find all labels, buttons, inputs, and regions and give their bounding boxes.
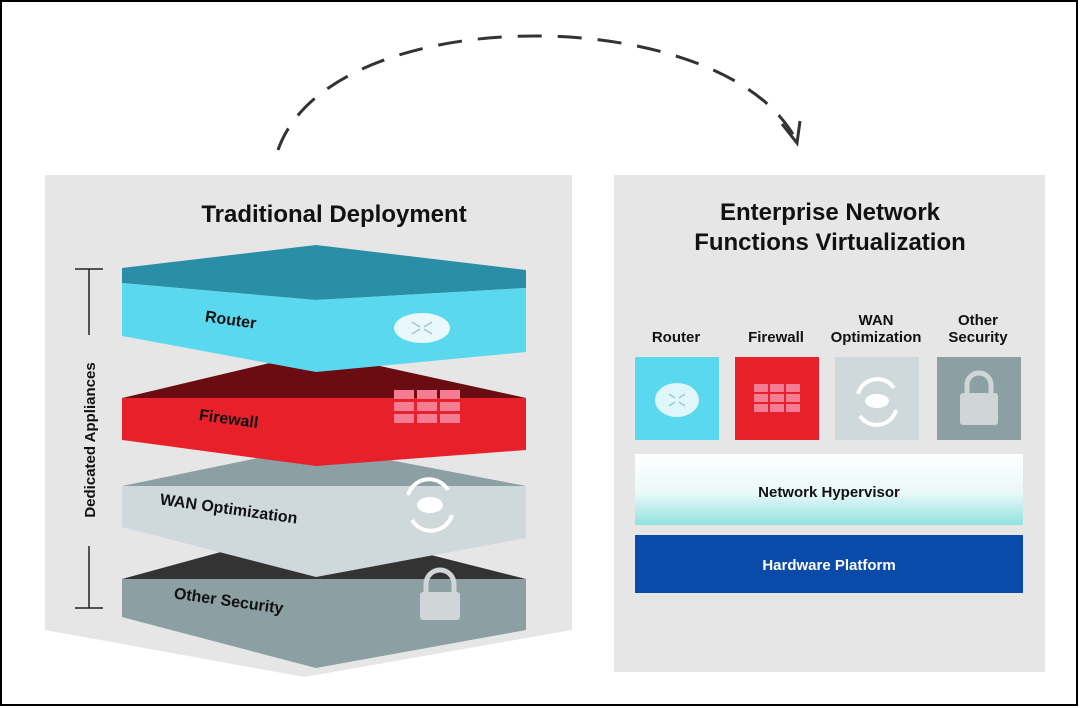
function-tile-other-security bbox=[937, 357, 1021, 440]
hardware-platform-label: Hardware Platform bbox=[762, 557, 895, 574]
lock-icon bbox=[420, 567, 460, 620]
function-label-security-line2: Security bbox=[948, 329, 1008, 346]
transition-arrow bbox=[276, 34, 797, 151]
function-label-security-line1: Other bbox=[958, 312, 998, 329]
arrow-head-icon bbox=[780, 120, 802, 147]
function-tile-wan-optimization bbox=[835, 357, 919, 440]
function-label-router: Router bbox=[652, 329, 700, 346]
firewall-icon bbox=[394, 390, 460, 423]
function-tile-router bbox=[635, 357, 719, 440]
wan-optimization-icon bbox=[856, 377, 898, 427]
layer-router: Router bbox=[122, 245, 526, 372]
function-label-firewall: Firewall bbox=[748, 329, 804, 346]
network-hypervisor-label: Network Hypervisor bbox=[758, 484, 900, 501]
traditional-title: Traditional Deployment bbox=[201, 201, 466, 228]
router-icon bbox=[655, 383, 699, 417]
function-tile-firewall bbox=[735, 357, 819, 440]
router-icon bbox=[394, 313, 450, 343]
dedicated-appliances-bracket bbox=[75, 268, 103, 609]
dedicated-appliances-label: Dedicated Appliances bbox=[82, 362, 99, 517]
function-label-wan-line2: Optimization bbox=[831, 329, 922, 346]
wan-optimization-icon bbox=[406, 477, 454, 533]
nfv-title-line1: Enterprise Network bbox=[720, 199, 941, 226]
layer-other-security: Other Security bbox=[122, 526, 526, 668]
firewall-icon bbox=[754, 384, 800, 412]
lock-icon bbox=[960, 370, 998, 425]
function-label-wan-line1: WAN bbox=[859, 312, 894, 329]
layer-firewall: Firewall bbox=[122, 352, 526, 466]
nfv-title-line2: Functions Virtualization bbox=[694, 229, 966, 256]
layer-wan-optimization: WAN Optimization bbox=[122, 446, 526, 577]
hardware-platform-bar bbox=[635, 535, 1023, 593]
network-hypervisor-bar bbox=[635, 454, 1023, 525]
